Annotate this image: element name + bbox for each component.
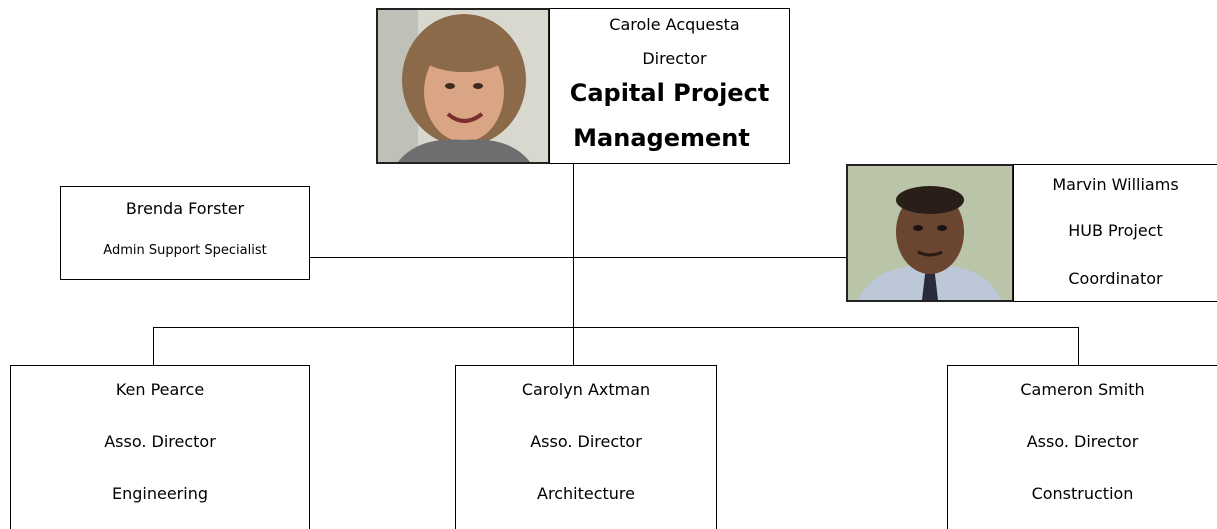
report-area: Architecture	[537, 484, 635, 503]
director-photo	[376, 8, 550, 164]
admin-title: Admin Support Specialist	[103, 243, 267, 258]
report-box-cameron: Cameron Smith Asso. Director Constructio…	[947, 365, 1217, 529]
director-name: Carole Acquesta	[609, 15, 740, 34]
director-box: Carole Acquesta Director Capital Project…	[549, 8, 790, 164]
director-department-line1: Capital Project	[569, 79, 770, 107]
report-area: Construction	[1031, 484, 1134, 503]
hub-box: Marvin Williams HUB Project Coordinator	[1013, 164, 1217, 302]
connector-horizontal-reports	[153, 327, 1079, 328]
report-name: Carolyn Axtman	[521, 380, 651, 399]
admin-box: Brenda Forster Admin Support Specialist	[60, 186, 310, 280]
connector-director-down	[573, 163, 574, 328]
report-box-carolyn: Carolyn Axtman Asso. Director Architectu…	[455, 365, 717, 529]
report-title: Asso. Director	[1026, 432, 1139, 451]
report-name: Ken Pearce	[115, 380, 205, 399]
hub-title-line2: Coordinator	[1068, 269, 1163, 288]
report-title: Asso. Director	[104, 432, 216, 451]
director-title: Director	[642, 49, 707, 68]
hub-name: Marvin Williams	[1052, 175, 1179, 194]
hub-photo	[846, 164, 1014, 302]
hub-title-line1: HUB Project	[1068, 221, 1163, 240]
connector-cameron	[1078, 327, 1079, 366]
director-department-line2: Management	[573, 124, 750, 152]
report-area: Engineering	[112, 484, 208, 503]
admin-name: Brenda Forster	[125, 199, 245, 218]
connector-ken	[153, 327, 154, 366]
report-name: Cameron Smith	[1020, 380, 1145, 399]
director-portrait-icon	[378, 10, 548, 162]
connector-admin-hub	[309, 257, 847, 258]
report-title: Asso. Director	[530, 432, 642, 451]
hub-portrait-icon	[848, 166, 1012, 300]
report-box-ken: Ken Pearce Asso. Director Engineering	[10, 365, 310, 529]
connector-carolyn	[573, 327, 574, 366]
